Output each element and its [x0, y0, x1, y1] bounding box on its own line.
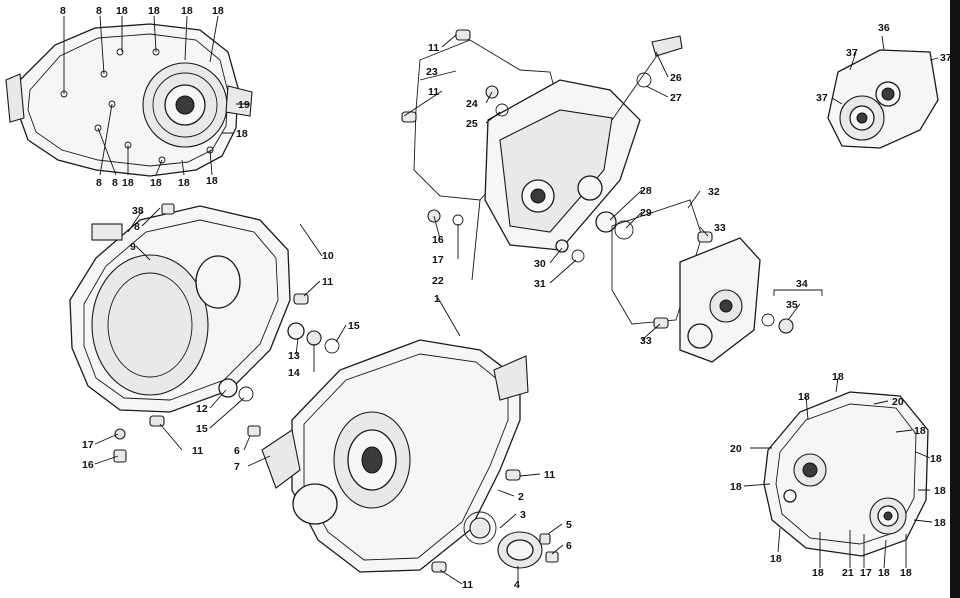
callout-c14: 14	[288, 367, 300, 379]
callout-c13: 13	[288, 350, 300, 362]
callout-c36: 36	[878, 22, 890, 34]
callout-c38: 38	[132, 205, 144, 217]
callout-c18j: 18	[832, 371, 844, 383]
callout-c18e: 18	[236, 128, 248, 140]
callout-c8a: 8	[60, 5, 66, 17]
leader-lines	[63, 15, 939, 585]
callout-c11f: 11	[462, 579, 473, 591]
callout-c20a: 20	[892, 396, 904, 408]
callout-c23: 23	[426, 66, 438, 78]
callout-c21: 21	[842, 567, 854, 579]
clutch-cover-outer	[5, 23, 253, 177]
callout-c11a: 11	[428, 42, 439, 54]
callout-c22: 22	[432, 275, 444, 287]
callout-c8e: 8	[134, 221, 140, 233]
callout-c10: 10	[322, 250, 334, 262]
callout-c16a: 16	[432, 234, 444, 246]
callout-c18n: 18	[730, 481, 742, 493]
callout-c31: 31	[534, 278, 546, 290]
callout-c37a: 37	[846, 47, 858, 59]
callout-c15b: 15	[196, 423, 208, 435]
callout-c18s: 18	[878, 567, 890, 579]
small-gear-cover	[827, 49, 939, 149]
callout-c19: 19	[238, 99, 250, 111]
callout-c17b: 17	[82, 439, 94, 451]
callout-c18i: 18	[206, 175, 218, 187]
callout-c37c: 37	[816, 92, 828, 104]
engine-side-case	[763, 391, 929, 557]
callout-c25: 25	[466, 118, 478, 130]
gearcase-cover-gasket	[401, 29, 683, 263]
callout-c30: 30	[534, 258, 546, 270]
callout-c20b: 20	[730, 443, 742, 455]
callout-c17c: 17	[860, 567, 872, 579]
callout-c34: 34	[796, 278, 808, 290]
callout-c18m: 18	[930, 453, 942, 465]
callout-c2: 2	[518, 491, 524, 503]
callout-c33a: 33	[714, 222, 726, 234]
callout-c18t: 18	[900, 567, 912, 579]
callout-c18b: 18	[148, 5, 160, 17]
callout-c18h: 18	[178, 177, 190, 189]
clutch-cover-inner	[69, 203, 340, 463]
callout-c18c: 18	[181, 5, 193, 17]
callout-c29: 29	[640, 207, 652, 219]
callout-c32: 32	[708, 186, 720, 198]
callout-c6b: 6	[566, 540, 572, 552]
callout-c4: 4	[514, 579, 520, 591]
callout-c9: 9	[130, 241, 136, 253]
callout-c26: 26	[670, 72, 682, 84]
callout-c24: 24	[466, 98, 478, 110]
callout-c27: 27	[670, 92, 682, 104]
callout-c11e: 11	[544, 469, 555, 481]
edge-bar	[950, 0, 960, 598]
callout-c11c: 11	[322, 276, 333, 288]
callout-c8b: 8	[96, 5, 102, 17]
callout-c35: 35	[786, 299, 798, 311]
callout-c18r: 18	[812, 567, 824, 579]
callout-c16b: 16	[82, 459, 94, 471]
callout-labels: 8 8 18 18 18 18 19 18 8 8 18 18 18 18 11…	[60, 5, 952, 591]
callout-c8c: 8	[96, 177, 102, 189]
callout-c18a: 18	[116, 5, 128, 17]
callout-c3: 3	[520, 509, 526, 521]
callout-c18g: 18	[150, 177, 162, 189]
callout-c18k: 18	[798, 391, 810, 403]
callout-c15a: 15	[348, 320, 360, 332]
callout-c6a: 6	[234, 445, 240, 457]
callout-c33b: 33	[640, 335, 652, 347]
callout-c18f: 18	[122, 177, 134, 189]
callout-c18p: 18	[934, 517, 946, 529]
callout-c18d: 18	[212, 5, 224, 17]
callout-c28: 28	[640, 185, 652, 197]
callout-c12: 12	[196, 403, 208, 415]
callout-c18o: 18	[934, 485, 946, 497]
callout-c7: 7	[234, 461, 240, 473]
crankcase-housing	[247, 339, 559, 573]
callout-c37b: 37	[940, 52, 952, 64]
callout-c8d: 8	[112, 177, 118, 189]
callout-c18l: 18	[914, 425, 926, 437]
callout-c18q: 18	[770, 553, 782, 565]
callout-c11d: 11	[192, 445, 203, 457]
callout-c17a: 17	[432, 254, 444, 266]
callout-c1: 1	[434, 293, 440, 305]
callout-c5: 5	[566, 519, 572, 531]
transmission-cover-gasket	[611, 199, 823, 363]
callout-c11b: 11	[428, 86, 439, 98]
